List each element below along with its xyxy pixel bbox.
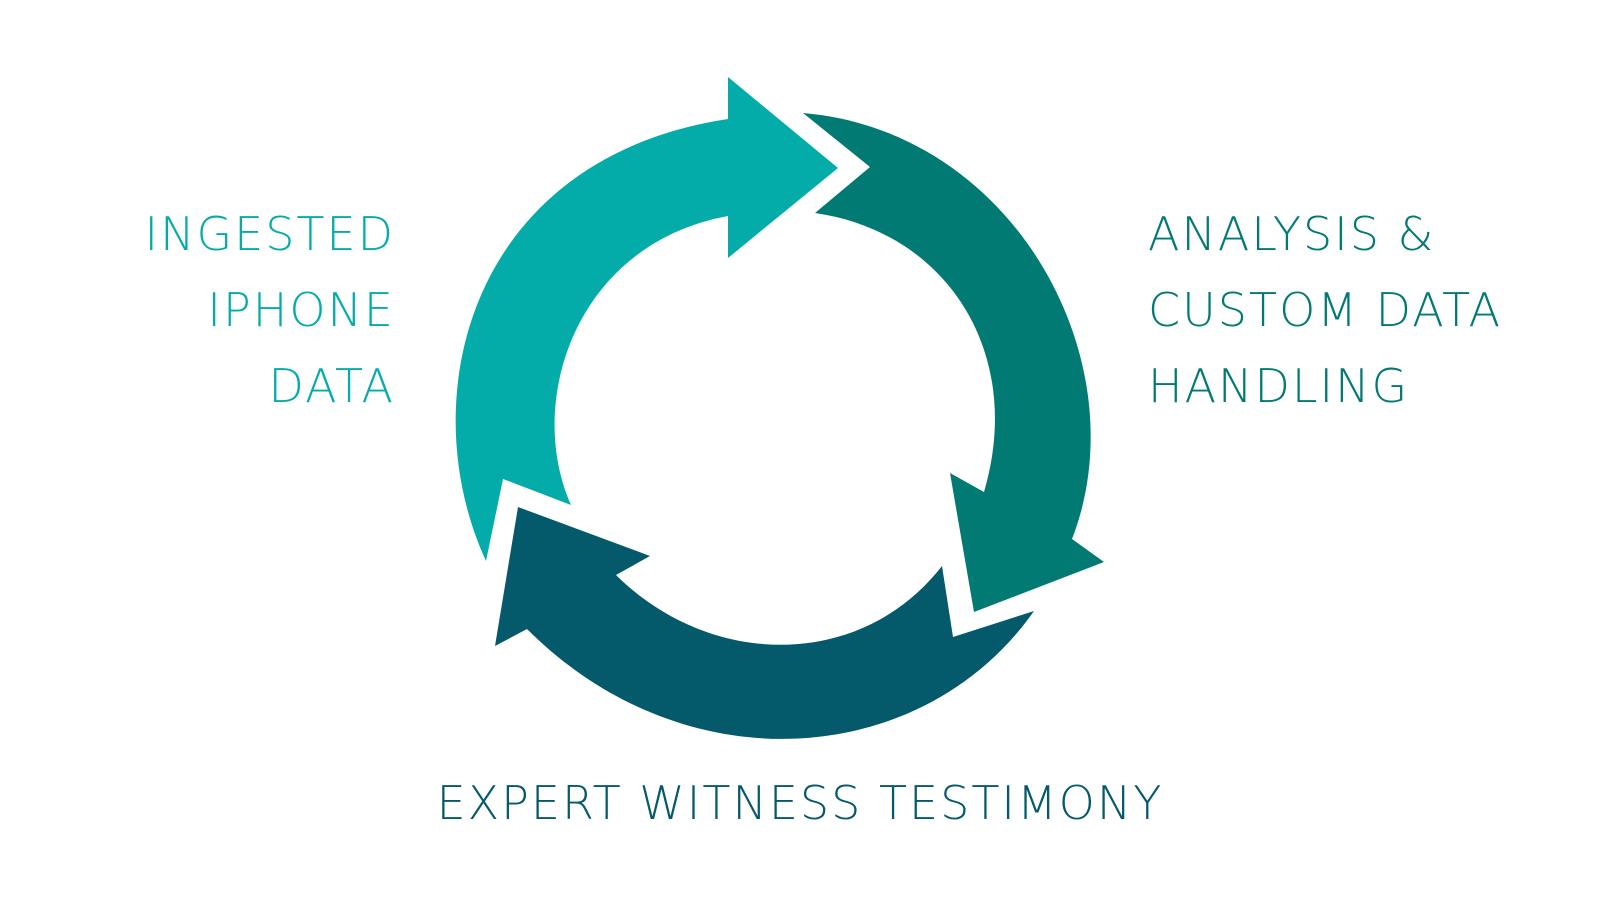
stage-label-analysis: ANALYSIS & CUSTOM DATA HANDLING bbox=[1148, 196, 1502, 424]
stage-label-testimony: EXPERT WITNESS TESTIMONY bbox=[0, 772, 1600, 834]
stage-label-line: DATA bbox=[268, 359, 395, 413]
stage-label-line: HANDLING bbox=[1148, 359, 1410, 413]
stage-label-line: IPHONE bbox=[207, 283, 395, 337]
stage-label-ingested: INGESTED IPHONE DATA bbox=[145, 196, 395, 424]
cycle-arrow-ingested bbox=[455, 77, 838, 561]
stage-label-line: INGESTED bbox=[144, 207, 395, 261]
stage-label-line: CUSTOM DATA bbox=[1148, 283, 1503, 337]
cycle-arrow-analysis bbox=[803, 113, 1104, 612]
stage-label-line: ANALYSIS & bbox=[1148, 207, 1436, 261]
stage-label-line: EXPERT WITNESS TESTIMONY bbox=[436, 776, 1164, 830]
cycle-arrow-testimony bbox=[495, 507, 1034, 739]
